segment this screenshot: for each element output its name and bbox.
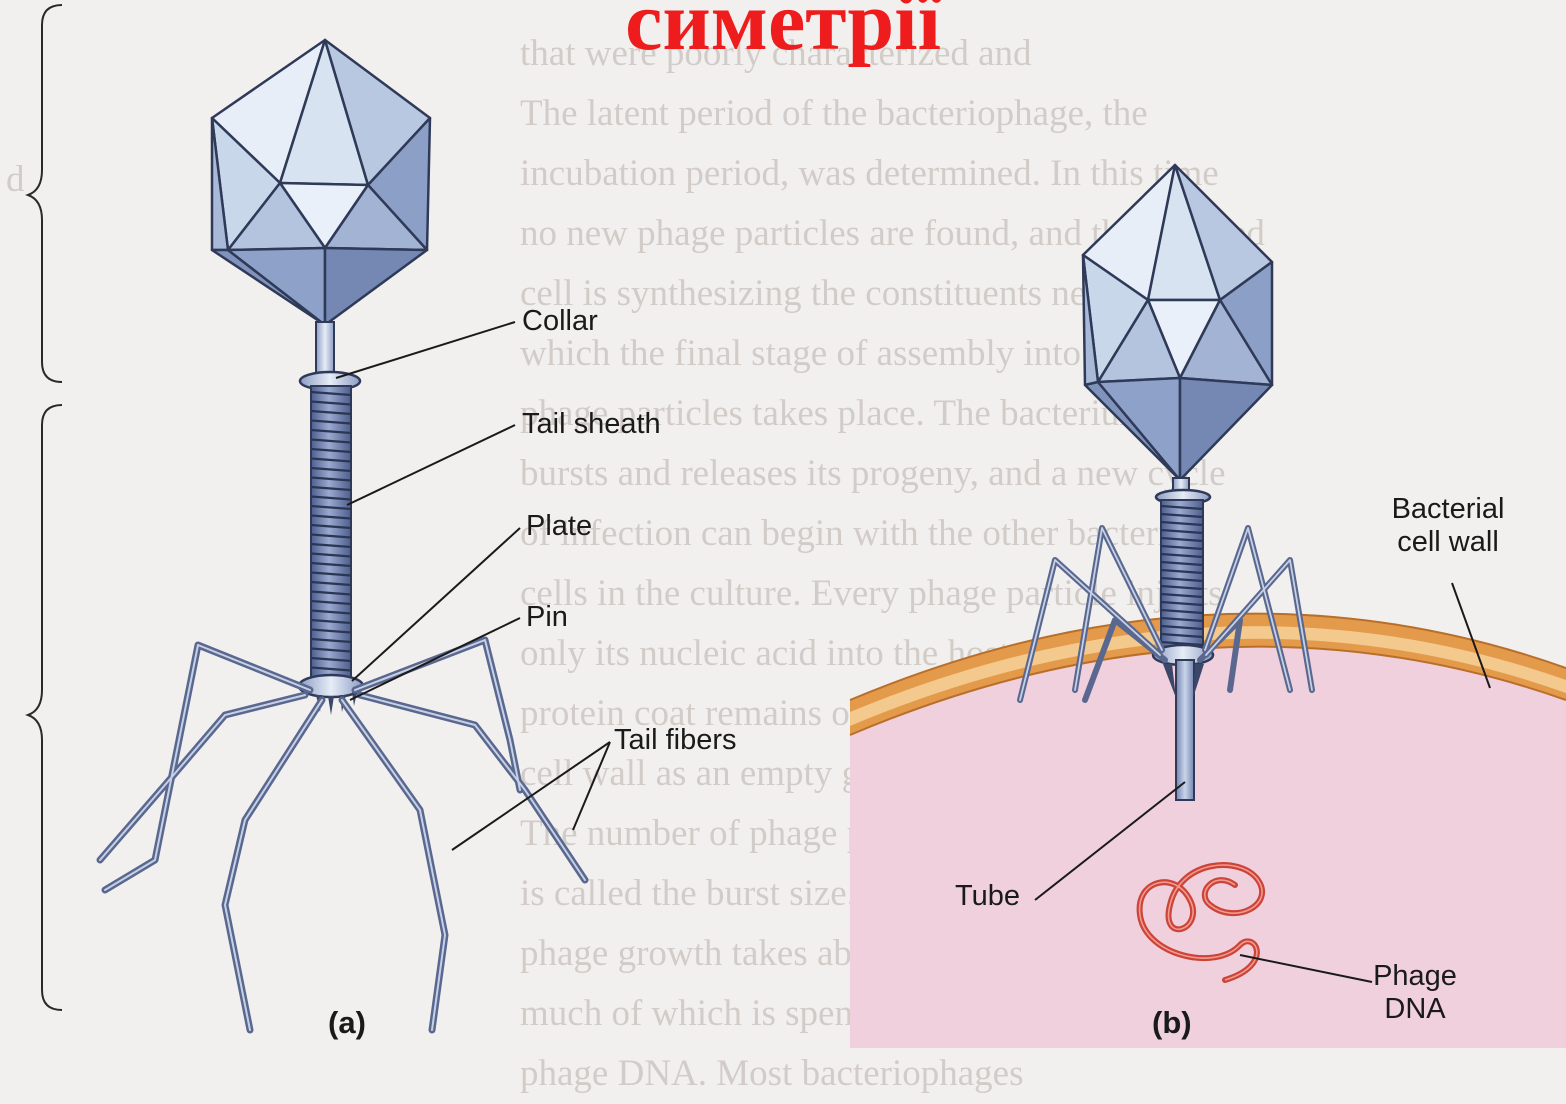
label-tail-fibers: Tail fibers — [614, 724, 737, 757]
slide-title: симетрії — [0, 0, 1566, 73]
capsid-b — [1083, 165, 1272, 480]
leader-tail-sheath — [347, 425, 515, 505]
label-tube: Tube — [955, 880, 1020, 913]
bacteriophage-illustration — [0, 0, 1566, 1048]
label-phage-dna-line-2: DNA — [1360, 993, 1470, 1026]
label-phage-dna: Phage DNA — [1360, 960, 1470, 1027]
label-collar: Collar — [522, 305, 598, 338]
panel-label-a: (a) — [328, 1005, 366, 1041]
neck-a — [316, 322, 334, 374]
injection-tube — [1176, 660, 1194, 800]
label-tail-sheath: Tail sheath — [522, 408, 661, 441]
background-text-line: phage DNA. Most bacteriophages — [520, 1044, 1023, 1104]
left-brace — [28, 5, 62, 1010]
label-bacterial-cell-wall-line-1: Bacterial — [1368, 493, 1528, 526]
label-bacterial-cell-wall-line-2: cell wall — [1368, 526, 1528, 559]
label-pin: Pin — [526, 601, 568, 634]
leader-collar — [336, 322, 515, 378]
label-plate: Plate — [526, 510, 592, 543]
label-phage-dna-line-1: Phage — [1360, 960, 1470, 993]
tail-fibers-a — [100, 640, 585, 1030]
panel-label-b: (b) — [1152, 1005, 1192, 1041]
label-bacterial-cell-wall: Bacterial cell wall — [1368, 493, 1528, 560]
capsid-a — [212, 40, 430, 325]
